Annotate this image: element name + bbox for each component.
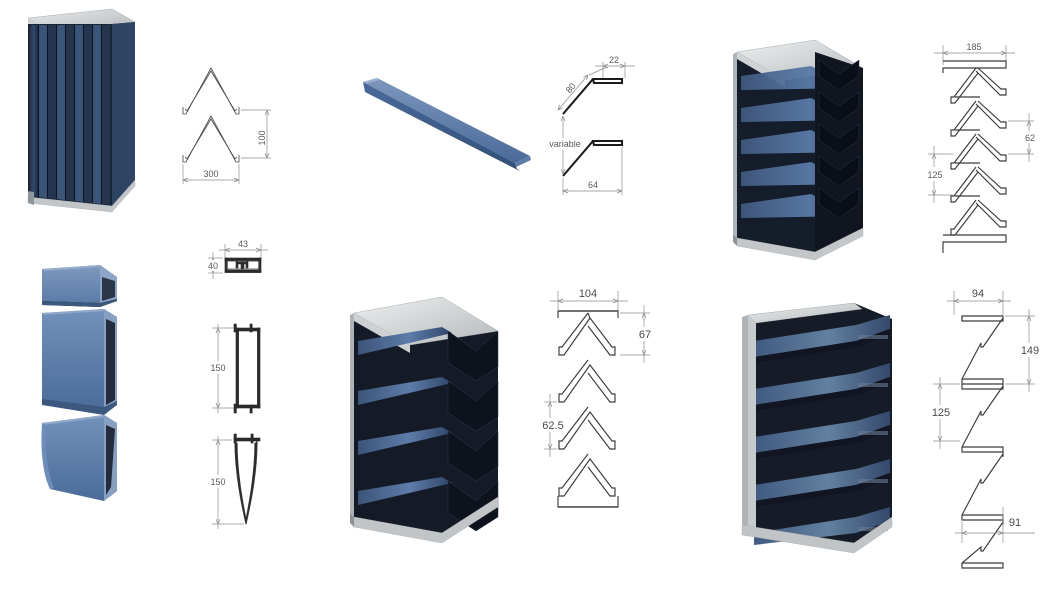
blade-cross-section-150-aerofoil: 150 (198, 424, 288, 540)
dim-185: 185 (966, 42, 981, 52)
blade-extrusion-samples-render (20, 255, 180, 505)
dim-150-aero: 150 (210, 477, 225, 487)
vertical-fin-panel-render (0, 0, 175, 240)
dim-40: 40 (208, 261, 218, 271)
z-blade-louvre-section-drawing: 94 149 (915, 285, 1059, 570)
z-blade-louvre-render (730, 285, 915, 557)
dim-100: 100 (257, 130, 267, 145)
dim-94: 94 (972, 288, 984, 300)
dim-125-b: 125 (932, 407, 950, 419)
dim-62-5: 62.5 (542, 420, 563, 432)
dim-43: 43 (238, 239, 248, 249)
dim-variable: variable (549, 139, 581, 149)
angled-blade-dimension-drawing: 80 22 variable 64 (545, 52, 675, 202)
dim-22: 22 (609, 55, 619, 65)
dim-149: 149 (1021, 345, 1039, 357)
dim-300: 300 (203, 169, 218, 179)
blade-cross-section-43: 43 40 (198, 238, 288, 308)
chevron-louvre-section-104-drawing: 104 67 (540, 285, 677, 560)
double-bank-chevron-louvre-render (715, 30, 900, 270)
chevron-louvre-section-drawing: 185 (910, 35, 1059, 260)
dim-150-rect: 150 (210, 363, 225, 373)
dim-80: 80 (564, 81, 578, 95)
dim-67: 67 (639, 329, 651, 341)
chevron-blade-dimension-drawing: 100 300 (175, 52, 355, 192)
dim-125-a: 125 (927, 170, 942, 180)
blade-cross-section-150-rectangular: 150 (198, 318, 288, 418)
dim-62: 62 (1025, 133, 1035, 143)
dim-91: 91 (1009, 517, 1021, 529)
single-chevron-blade-render (355, 70, 545, 180)
chevron-louvre-104-render (330, 285, 525, 553)
dim-64: 64 (588, 180, 598, 190)
dim-104: 104 (579, 288, 597, 300)
